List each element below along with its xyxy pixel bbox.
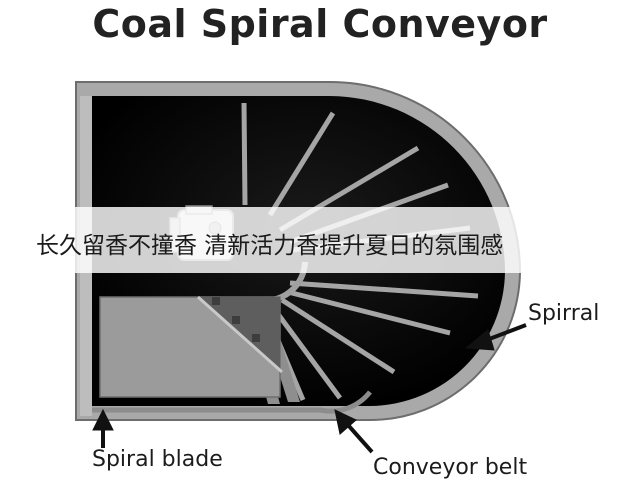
- label-spiral-blade: Spiral blade: [92, 447, 223, 472]
- arrow-icon: [464, 323, 527, 351]
- arrow-icon: [92, 408, 114, 448]
- overlay-caption: 长久留香不撞香 清新活力香提升夏日的氛围感: [36, 233, 504, 259]
- conveyor-belt-curve: [92, 390, 372, 414]
- overlay-banner: [0, 207, 640, 273]
- label-spiral: Spirral: [528, 301, 600, 326]
- label-conveyor-belt: Conveyor belt: [373, 455, 528, 480]
- spiral-blade-panel: [99, 295, 283, 398]
- diagram-title: Coal Spiral Conveyor: [92, 2, 548, 46]
- arrow-icon: [334, 409, 374, 454]
